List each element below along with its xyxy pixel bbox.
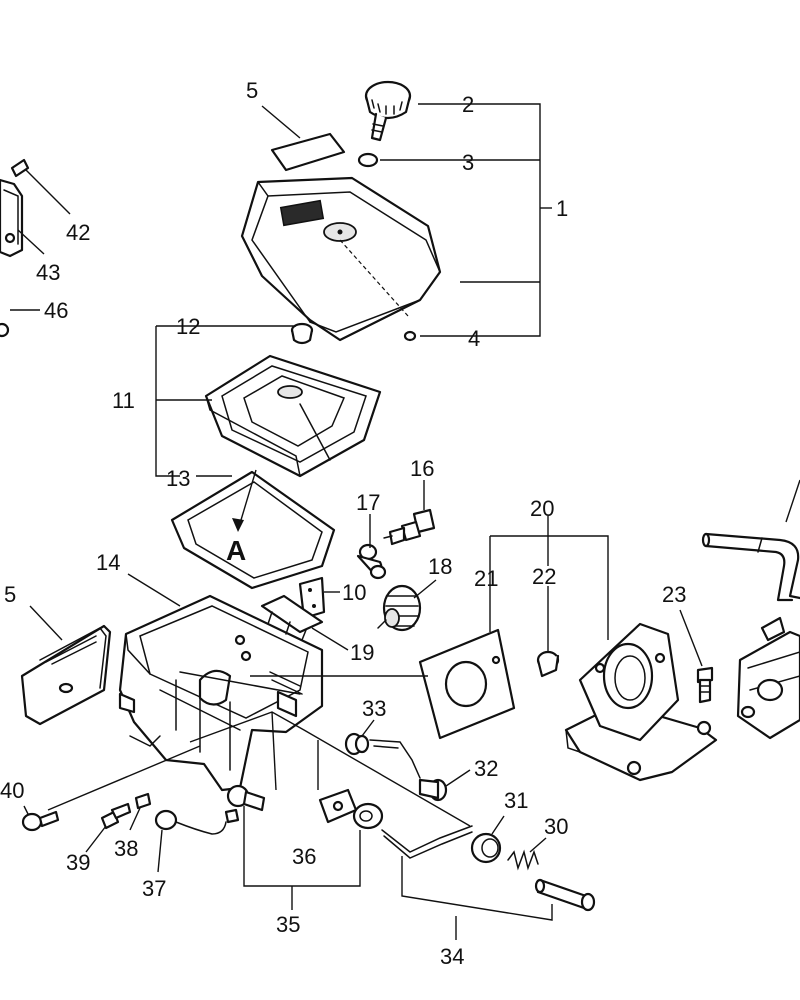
callout-1: 1 [556, 196, 568, 221]
callout-43: 43 [36, 260, 60, 285]
callout-20: 20 [530, 496, 554, 521]
o-ring [357, 152, 379, 168]
adjusting-screw [383, 508, 436, 546]
filter-housing [118, 594, 324, 792]
fuel-tube [701, 532, 800, 602]
carburetor [736, 616, 800, 740]
bracket-42-43 [0, 158, 30, 258]
callout-16: 16 [410, 456, 434, 481]
choke-rod [369, 739, 448, 802]
intake-flange [564, 622, 718, 782]
callout-34: 34 [440, 944, 464, 969]
callout-35: 35 [276, 912, 300, 937]
callout-22: 22 [532, 564, 556, 589]
decal-label [270, 132, 346, 172]
callout-23: 23 [662, 582, 686, 607]
knob-31 [470, 832, 502, 864]
air-filter-cover [240, 176, 442, 342]
callout-33: 33 [362, 696, 386, 721]
filter-gasket [170, 470, 336, 590]
callout-numbers: 5 2 3 1 4 12 11 13 14 5 17 16 18 10 19 2… [0, 78, 686, 969]
callout-36: 36 [292, 844, 316, 869]
ground-wire [154, 808, 240, 835]
callout-12: 12 [176, 314, 200, 339]
nut [352, 802, 384, 830]
lever-rod [381, 825, 473, 859]
callout-38: 38 [114, 836, 138, 861]
air-filter-element [204, 354, 382, 478]
callout-5-left: 5 [4, 582, 16, 607]
callout-42: 42 [66, 220, 90, 245]
leader-lines [10, 103, 800, 940]
callout-10: 10 [342, 580, 366, 605]
bushing [344, 732, 370, 756]
retainer-bar [260, 594, 324, 641]
callout-13: 13 [166, 466, 190, 491]
small-plate [318, 788, 358, 824]
callout-30: 30 [544, 814, 568, 839]
callout-19: 19 [350, 640, 374, 665]
gasket-sheet [418, 628, 516, 740]
fitting [356, 543, 387, 580]
bracket-plate [298, 576, 326, 620]
callout-11: 11 [112, 388, 135, 413]
callout-40: 40 [0, 778, 24, 803]
callout-39: 39 [66, 850, 90, 875]
callout-46: 46 [44, 298, 68, 323]
cover-knob [364, 80, 412, 142]
callout-21: 21 [474, 566, 498, 591]
callout-4: 4 [468, 326, 480, 351]
callout-31: 31 [504, 788, 528, 813]
screw-40 [21, 810, 60, 832]
callout-17: 17 [356, 490, 380, 515]
view-a-arrow [232, 469, 257, 532]
callout-37: 37 [142, 876, 166, 901]
callout-3: 3 [462, 150, 474, 175]
view-a-label: A [226, 535, 246, 566]
screw-46 [0, 322, 10, 338]
bolt-23 [696, 666, 714, 704]
gear [377, 584, 422, 632]
grommet [290, 322, 314, 345]
callout-18: 18 [428, 554, 452, 579]
screw-38 [134, 792, 152, 810]
plug [536, 650, 560, 678]
pin [534, 878, 596, 912]
small-ring [403, 330, 417, 342]
spring [507, 849, 539, 871]
screw-39 [100, 802, 132, 830]
ignition-connector [226, 784, 266, 812]
callout-5-top: 5 [246, 78, 258, 103]
side-plate [20, 624, 112, 726]
callout-2: 2 [462, 92, 474, 117]
callout-32: 32 [474, 756, 498, 781]
callout-14: 14 [96, 550, 120, 575]
